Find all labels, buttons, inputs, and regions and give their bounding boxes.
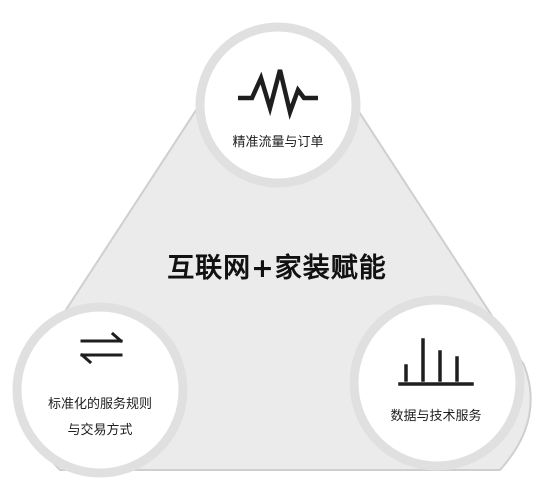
left-node bbox=[12, 302, 188, 478]
left-node-label-line1: 标准化的服务规则 bbox=[47, 397, 152, 412]
waveform-icon bbox=[238, 69, 318, 120]
left-node-label-line2: 与交易方式 bbox=[67, 423, 133, 438]
right-node-label: 数据与技术服务 bbox=[390, 409, 482, 424]
top-node bbox=[195, 22, 361, 188]
bar-chart-icon bbox=[398, 338, 474, 386]
exchange-arrows-icon bbox=[79, 331, 124, 365]
right-node bbox=[349, 295, 525, 471]
diagram-title: 互联网+家装赋能 bbox=[167, 253, 387, 284]
top-node-label: 精准流量与订单 bbox=[232, 135, 324, 150]
